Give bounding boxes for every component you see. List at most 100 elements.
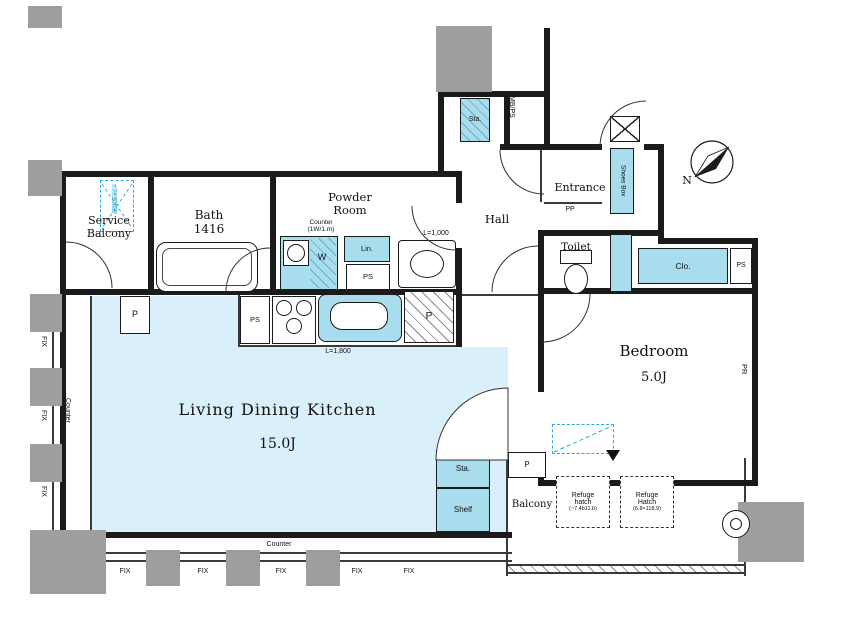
door-arc	[491, 245, 539, 293]
wall-segment	[538, 288, 758, 294]
fix-window-label: FIX	[351, 568, 363, 575]
counter-edge	[90, 296, 92, 532]
wall-segment	[270, 171, 276, 295]
fix-window-label: FIX	[40, 336, 47, 347]
burner-icon	[286, 318, 302, 334]
column	[28, 6, 62, 28]
room-label-toilet: Toilet	[561, 241, 591, 253]
window-line	[52, 296, 54, 532]
pipe-space-ps: PS	[730, 248, 752, 284]
kitchen-sink	[330, 302, 388, 330]
room-label-powder-room: Room	[333, 203, 367, 217]
wall-segment	[504, 91, 510, 150]
room-label-service-balcony: Service	[88, 214, 130, 227]
burner-icon	[296, 300, 312, 316]
column	[306, 550, 340, 586]
pr-label: PR	[740, 364, 749, 375]
counter-label: Counter	[64, 398, 71, 423]
ldk-floor	[92, 296, 238, 532]
room-label-entrance: Entrance	[554, 181, 606, 194]
refuge-hatch-label: Refuge	[635, 492, 659, 499]
room-label-hall: Hall	[484, 212, 510, 226]
room-label-service-balcony: Balcony	[86, 227, 132, 240]
pp-label: PP	[565, 206, 575, 213]
entrance-step-line	[544, 202, 602, 204]
column	[738, 502, 804, 562]
column	[146, 550, 180, 586]
linen-closet: Lin.	[344, 236, 390, 262]
refuge-hatch-label: Refuge	[571, 492, 595, 499]
column	[30, 530, 106, 594]
sink-bowl-icon	[287, 244, 305, 262]
wall-segment	[276, 289, 462, 295]
kitchen-counter-edge	[238, 345, 456, 347]
compass-needle-light	[694, 146, 730, 178]
room-label-balcony: Balcony	[511, 499, 553, 510]
bathtub-inner	[162, 248, 252, 286]
wall-segment	[60, 532, 512, 538]
fix-window-label: FIX	[40, 486, 47, 497]
closet: Clo.	[638, 248, 728, 284]
hall-floor-line	[462, 294, 538, 296]
wall-segment	[644, 144, 664, 150]
counter-label: Counter	[266, 541, 292, 548]
wall-segment	[544, 28, 550, 150]
dimension-label: L=1,800	[325, 348, 351, 355]
pipe-space-p: P	[120, 296, 150, 334]
counter-spec-label: (1W/1.m)	[307, 226, 335, 233]
toilet-side-storage	[610, 234, 632, 292]
column	[30, 444, 62, 482]
compass-circle	[690, 140, 734, 184]
room-size-ldk: 15.0J	[259, 436, 296, 452]
washer-label: W	[317, 252, 327, 262]
kitchen-counter-edge	[238, 294, 240, 345]
wall-segment	[658, 144, 664, 244]
refuge-hatch-label: Hatch	[637, 499, 657, 506]
burner-icon	[276, 300, 292, 316]
balcony-edge	[506, 458, 508, 576]
pipe-space-p: P	[404, 291, 454, 343]
wall-segment	[500, 144, 548, 150]
room-label-bath: Bath	[194, 208, 224, 222]
refuge-hatch-label: hatch	[574, 499, 592, 506]
drain-pipe-icon	[730, 518, 742, 530]
room-label-ldk: Living Dining Kitchen	[178, 400, 377, 419]
balcony-railing-hatch	[506, 564, 746, 574]
washer-space-box	[100, 180, 134, 232]
door-arc	[541, 293, 591, 343]
pipe-space-ps: PS	[346, 264, 390, 290]
door-arc	[499, 149, 545, 195]
storage-shelf: Shelf	[436, 488, 490, 532]
door-arc	[65, 241, 113, 289]
wall-segment	[456, 248, 462, 295]
hall-entrance-line	[540, 150, 542, 202]
fix-window-label: FIX	[197, 568, 209, 575]
wall-segment	[60, 171, 462, 177]
room-label-bedroom: Bedroom	[619, 342, 689, 360]
refuge-hatch-size: (6.8×118.9)	[633, 506, 661, 512]
column	[30, 294, 62, 332]
column	[436, 26, 492, 92]
wall-segment	[538, 230, 664, 236]
wall-segment	[538, 294, 544, 392]
dimension-label: L=1,000	[423, 230, 449, 237]
storage-sta: Sta.	[460, 98, 490, 142]
refuge-hatch: Refuge Hatch (6.8×118.9)	[620, 476, 674, 528]
room-size-bedroom: 5.0J	[641, 370, 667, 385]
wall-segment	[456, 171, 462, 203]
fix-window-label: FIX	[275, 568, 287, 575]
column	[226, 550, 260, 586]
hatch-above	[552, 424, 614, 454]
room-size-bath: 1416	[193, 222, 225, 236]
column	[28, 160, 62, 196]
level-marker-icon	[606, 450, 620, 461]
wall-segment	[538, 230, 544, 294]
mb-ps-label: MB/PS	[508, 96, 515, 118]
refuge-hatch-size: (~7.4b11.b)	[569, 506, 597, 512]
wall-segment	[148, 171, 154, 295]
wall-segment	[60, 289, 276, 295]
fix-window-label: FIX	[403, 568, 415, 575]
wall-segment	[438, 91, 444, 177]
compass-north-label: N	[682, 174, 692, 187]
